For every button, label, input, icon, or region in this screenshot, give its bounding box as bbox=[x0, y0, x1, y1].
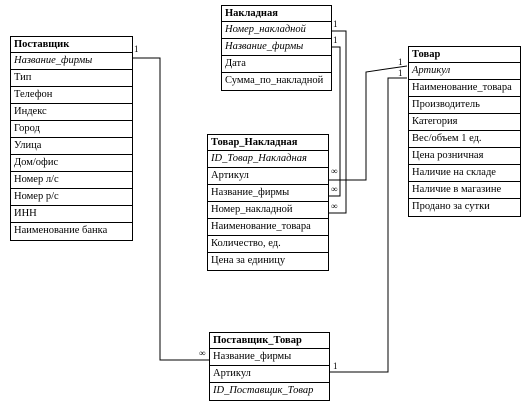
entity-field-key: Артикул bbox=[409, 63, 520, 80]
entity-nakladnaya[interactable]: Накладная Номер_накладной Название_фирмы… bbox=[221, 5, 332, 91]
entity-field: Количество, ед. bbox=[208, 236, 328, 253]
link-postavshik-postavshik-tovar bbox=[133, 57, 209, 361]
entity-field-key: Номер_накладной bbox=[222, 22, 331, 39]
link-nakladnaya-firm bbox=[329, 46, 341, 197]
cardinality-one: 1 bbox=[398, 57, 403, 67]
cardinality-one: 1 bbox=[134, 44, 139, 54]
cardinality-one: 1 bbox=[333, 361, 338, 371]
cardinality-one: 1 bbox=[398, 68, 403, 78]
entity-field: Наличие на складе bbox=[409, 165, 520, 182]
entity-field: Название_фирмы bbox=[210, 349, 329, 366]
cardinality-one: 1 bbox=[333, 19, 338, 29]
entity-field: Номер р/с bbox=[11, 189, 132, 206]
entity-field: Цена за единицу bbox=[211, 255, 286, 266]
entity-field: Индекс bbox=[11, 104, 132, 121]
entity-field: Наименование_товара bbox=[409, 80, 520, 97]
entity-field: Город bbox=[11, 121, 132, 138]
entity-field: Артикул bbox=[210, 366, 329, 383]
entity-title: Товар bbox=[409, 47, 520, 63]
entity-field: Наличие в магазине bbox=[409, 182, 520, 199]
entity-field: Номер_накладной bbox=[208, 202, 328, 219]
entity-field: Номер л/с bbox=[11, 172, 132, 189]
link-tovar-tovar-nakladnaya bbox=[329, 65, 408, 181]
entity-title: Поставщик_Товар bbox=[210, 333, 329, 349]
entity-field: Наименование_товара bbox=[208, 219, 328, 236]
entity-field-key: Название_фирмы bbox=[222, 39, 331, 56]
entity-field: Улица bbox=[11, 138, 132, 155]
entity-field: Вес/объем 1 ед. bbox=[409, 131, 520, 148]
entity-field: Сумма_по_накладной bbox=[225, 75, 324, 86]
entity-title: Накладная bbox=[222, 6, 331, 22]
entity-field: Производитель bbox=[409, 97, 520, 114]
cardinality-many: ∞ bbox=[331, 201, 338, 211]
cardinality-many: ∞ bbox=[331, 184, 338, 194]
cardinality-one: 1 bbox=[333, 35, 338, 45]
entity-field: Дата bbox=[222, 56, 331, 73]
entity-field: Телефон bbox=[11, 87, 132, 104]
entity-field: Артикул bbox=[208, 168, 328, 185]
entity-field: Дом/офис bbox=[11, 155, 132, 172]
entity-tovar-nakladnaya[interactable]: Товар_Накладная ID_Товар_Накладная Артик… bbox=[207, 134, 329, 271]
cardinality-many: ∞ bbox=[199, 348, 206, 358]
entity-tovar[interactable]: Товар Артикул Наименование_товара Произв… bbox=[408, 46, 521, 217]
entity-field: Категория bbox=[409, 114, 520, 131]
link-tovar-postavshik-tovar bbox=[330, 77, 407, 373]
entity-field: Продано за сутки bbox=[412, 201, 490, 212]
entity-postavshik[interactable]: Поставщик Название_фирмы Тип Телефон Инд… bbox=[10, 36, 133, 241]
link-nakladnaya-nomer bbox=[329, 30, 347, 214]
entity-title: Товар_Накладная bbox=[208, 135, 328, 151]
entity-field-key: ID_Поставщик_Товар bbox=[213, 385, 314, 396]
entity-field-key: Название_фирмы bbox=[11, 53, 132, 70]
entity-field: Название_фирмы bbox=[208, 185, 328, 202]
cardinality-many: ∞ bbox=[331, 166, 338, 176]
entity-field-key: ID_Товар_Накладная bbox=[208, 151, 328, 168]
entity-field: Наименование банка bbox=[14, 225, 108, 236]
entity-field: Тип bbox=[11, 70, 132, 87]
entity-title: Поставщик bbox=[11, 37, 132, 53]
entity-postavshik-tovar[interactable]: Поставщик_Товар Название_фирмы Артикул I… bbox=[209, 332, 330, 401]
entity-field: Цена розничная bbox=[409, 148, 520, 165]
entity-field: ИНН bbox=[11, 206, 132, 223]
